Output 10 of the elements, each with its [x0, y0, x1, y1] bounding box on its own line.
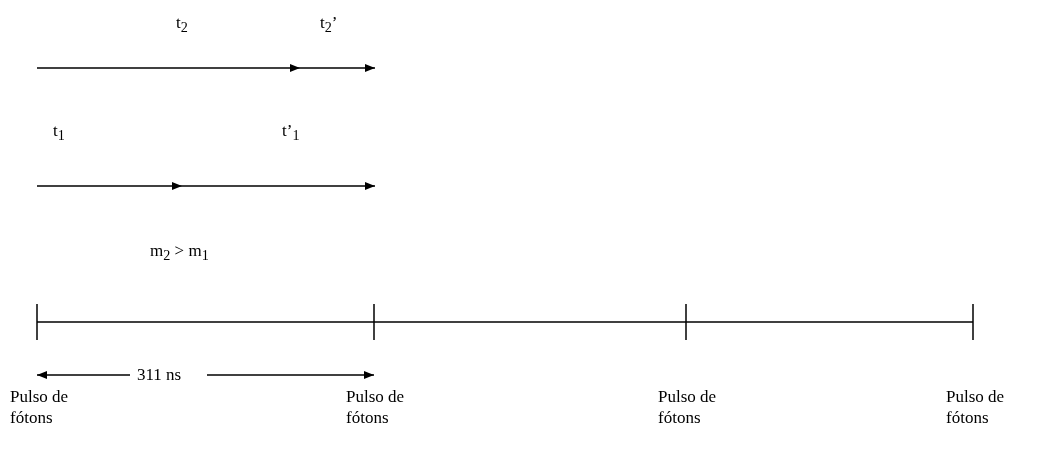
- dimension-label: 311 ns: [137, 364, 182, 385]
- time-label: t$_{2}$: [176, 12, 188, 38]
- pulse-label: Pulso de fótons: [10, 386, 70, 428]
- pulse-label: Pulso de fótons: [658, 386, 718, 428]
- pulse-label: Pulso de fótons: [946, 386, 1006, 428]
- time-label: t$_{1}$: [53, 120, 65, 146]
- time-label: t’$_{1}$: [282, 120, 300, 146]
- time-label: t$_{2}$’: [320, 12, 338, 38]
- pulse-label: Pulso de fótons: [346, 386, 406, 428]
- mass-relation-label: m$_{2}$ > m$_{1}$: [150, 240, 209, 266]
